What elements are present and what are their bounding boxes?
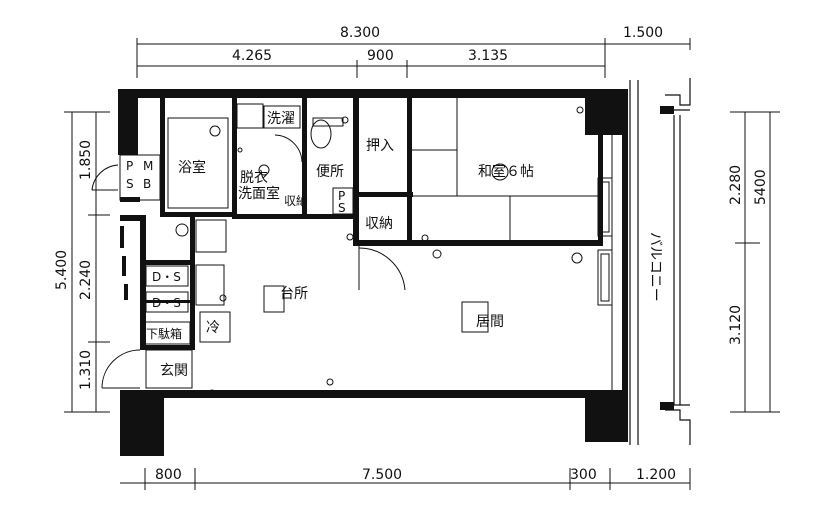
room-closet: 押入	[366, 138, 394, 154]
room-ps-mb-4: B	[143, 177, 151, 191]
bathtub-icon	[167, 117, 229, 209]
dim-bottom-part-3: 300	[570, 467, 597, 483]
living-table-icon	[461, 301, 489, 333]
fridge-space	[199, 311, 231, 343]
dim-top-part-2: 900	[367, 48, 394, 64]
dim-left-part-3: 1.310	[78, 350, 94, 390]
room-kitchen: 台所	[280, 286, 308, 302]
window-sash	[597, 98, 613, 390]
room-storage-small: 収納	[284, 194, 308, 208]
dim-right-part-2: 3.120	[728, 305, 744, 345]
dim-left-part-2: 2.240	[78, 260, 94, 300]
room-shoe-box: 下駄箱	[146, 326, 182, 341]
toilet-icon	[310, 119, 332, 149]
balcony-post-top	[660, 106, 674, 114]
room-ds-2: D・S	[152, 296, 181, 310]
room-entrance: 玄関	[160, 362, 188, 379]
room-ds-1: D・S	[152, 270, 181, 284]
ceiling-light-icon	[491, 163, 509, 181]
kitchen-counter-icon	[195, 264, 225, 306]
ds-box-2	[145, 291, 189, 313]
room-ps-mb-2: S	[126, 177, 134, 191]
washbasin-icon	[236, 103, 264, 129]
room-bath: 浴室	[178, 159, 206, 176]
room-ps-2: S	[338, 201, 346, 215]
room-laundry: 洗濯	[267, 111, 295, 127]
balcony-post-bottom	[660, 402, 674, 410]
dim-top-part-1: 4.265	[232, 48, 272, 64]
dim-top-total: 8.300	[340, 25, 380, 41]
dim-bottom-part-1: 800	[155, 467, 182, 483]
bottom-dimension-lines	[120, 468, 691, 490]
kitchen-sink-icon	[195, 219, 227, 253]
ps-mb-shaft	[119, 154, 161, 201]
left-dashed-wall	[120, 226, 128, 300]
dim-right-total: 5400	[753, 169, 769, 205]
dim-right-part-1: 2.280	[728, 165, 744, 205]
room-ps-mb-1: P	[126, 159, 133, 173]
bath-drain-icon	[209, 125, 221, 137]
right-dimension-lines	[730, 111, 780, 413]
room-living: 居間	[476, 314, 504, 330]
room-storage: 収納	[365, 216, 393, 232]
room-balcony: バルコニー	[647, 232, 663, 302]
dim-top-balcony: 1.500	[623, 25, 663, 41]
ds-box-1	[145, 265, 189, 287]
room-dressing-2: 洗面室	[238, 185, 280, 202]
ps-box	[332, 187, 354, 215]
room-fridge: 冷	[206, 320, 220, 336]
room-toilet: 便所	[316, 164, 344, 180]
top-dimension-lines	[136, 38, 691, 78]
dim-bottom-part-2: 7.500	[362, 467, 402, 483]
kitchen-outlet-icon	[263, 285, 285, 313]
tatami-lines	[412, 98, 598, 240]
room-washitsu: 和室６帖	[478, 163, 534, 180]
room-ps-mb-3: M	[143, 159, 153, 173]
shoe-box	[143, 321, 191, 345]
dim-top-part-3: 3.135	[468, 48, 508, 64]
left-dimension-lines	[64, 111, 110, 413]
room-ps-1: P	[338, 189, 345, 203]
balcony-railing	[629, 78, 691, 445]
entrance-area	[145, 349, 193, 389]
washing-machine-icon	[263, 105, 301, 129]
dim-bottom-part-4: 1.200	[636, 467, 676, 483]
room-dressing-1: 脱衣	[240, 170, 268, 186]
dim-left-part-1: 1.850	[78, 140, 94, 180]
doors	[91, 134, 406, 389]
floor-drain-icon	[258, 164, 270, 176]
electrical-fixtures	[175, 106, 584, 397]
dim-left-total: 5.400	[54, 250, 70, 290]
